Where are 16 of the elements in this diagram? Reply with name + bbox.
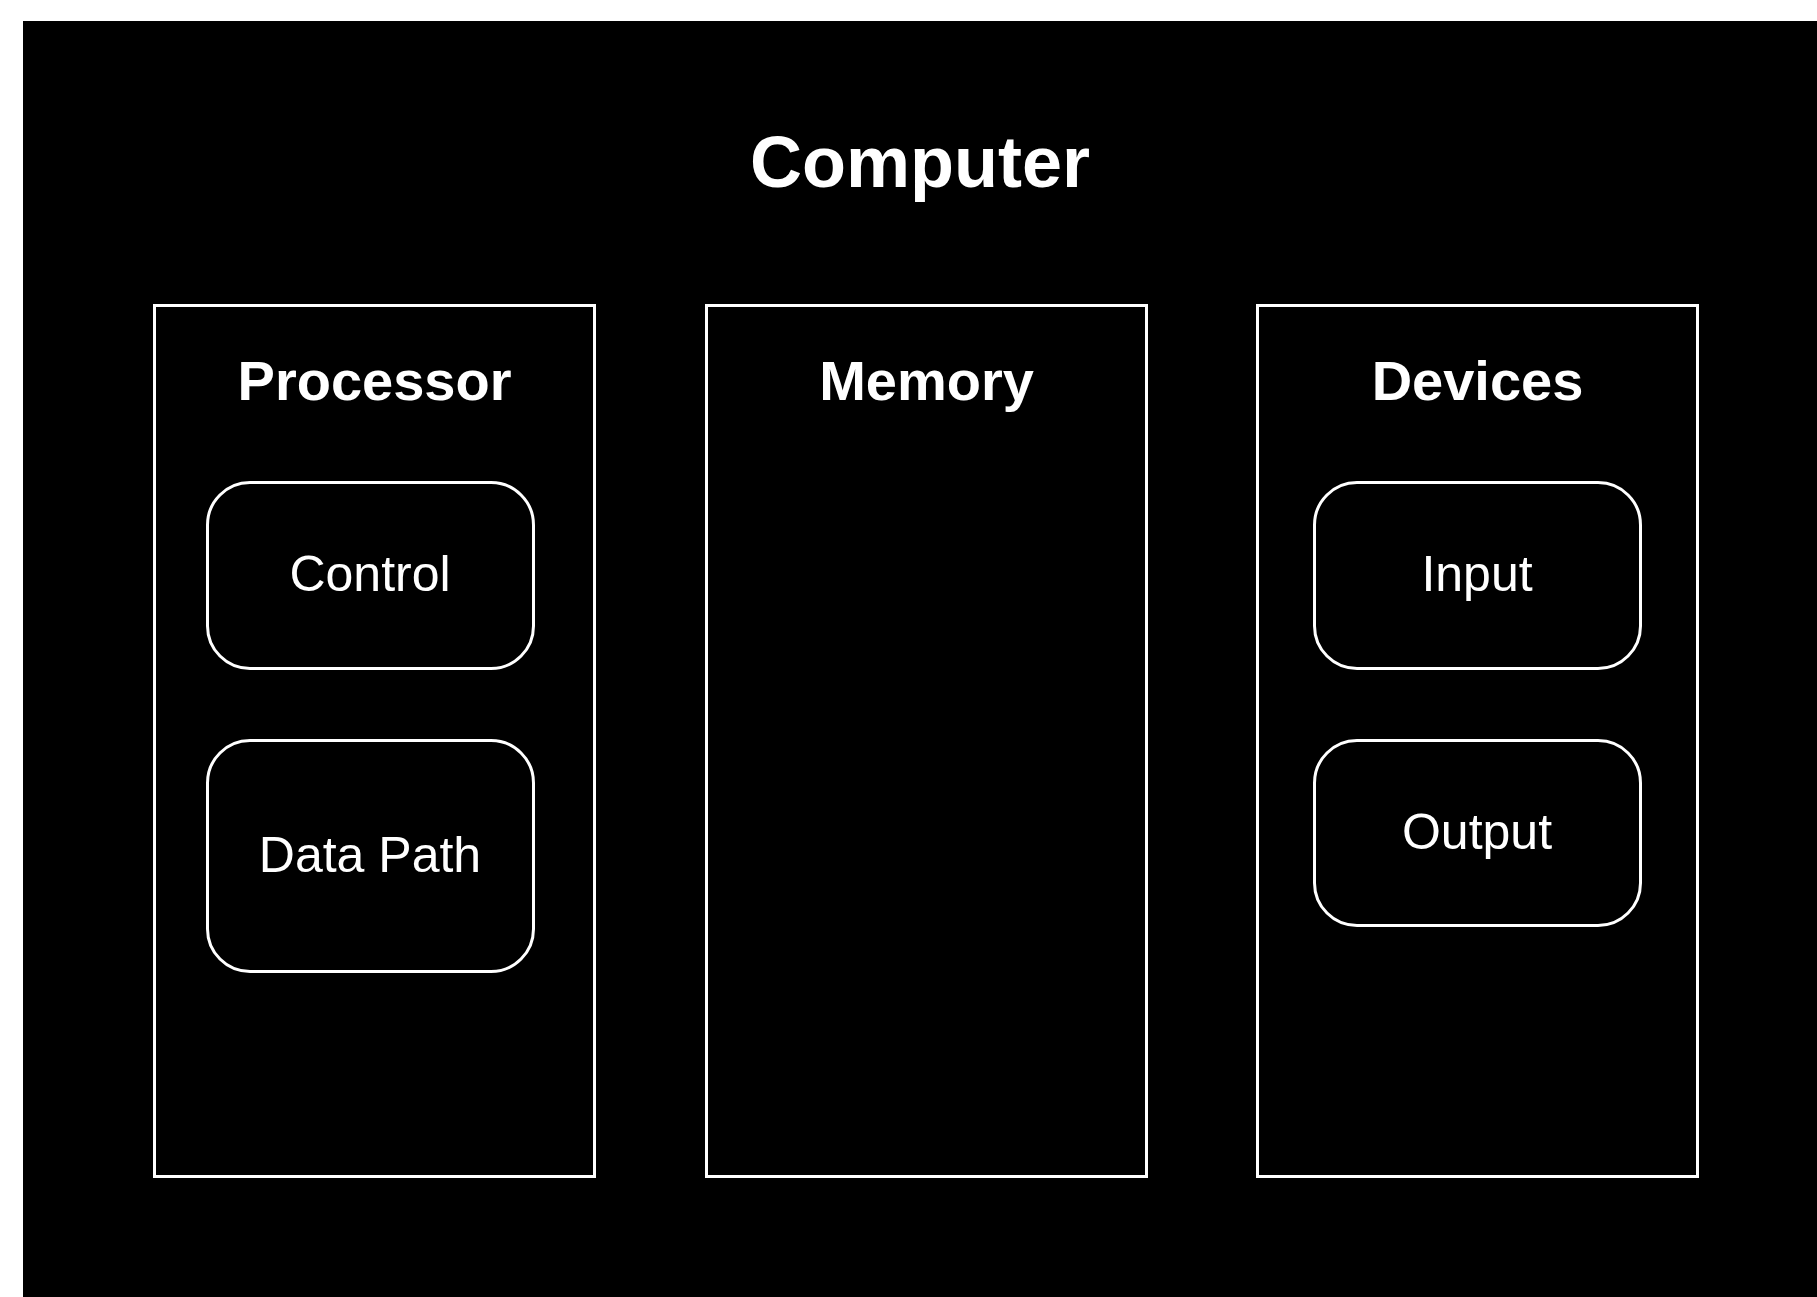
unit-box: [205, 738, 535, 973]
section-heading: Computer: [749, 121, 1091, 204]
section-heading: Processor: [236, 349, 513, 414]
diagram-frame: [23, 21, 1817, 1297]
unit-label: Data Path: [257, 826, 483, 885]
section-heading: Devices: [1370, 349, 1585, 414]
component-panel: [153, 304, 596, 1178]
component-panel: [1256, 304, 1699, 1178]
unit-label: Output: [1400, 803, 1554, 862]
component-panel: [705, 304, 1148, 1178]
unit-box: [1312, 738, 1642, 927]
unit-box: [205, 480, 535, 670]
unit-label: Input: [1420, 546, 1534, 604]
unit-box: [1312, 480, 1642, 670]
unit-label: Control: [288, 546, 452, 604]
section-heading: Memory: [818, 349, 1035, 414]
